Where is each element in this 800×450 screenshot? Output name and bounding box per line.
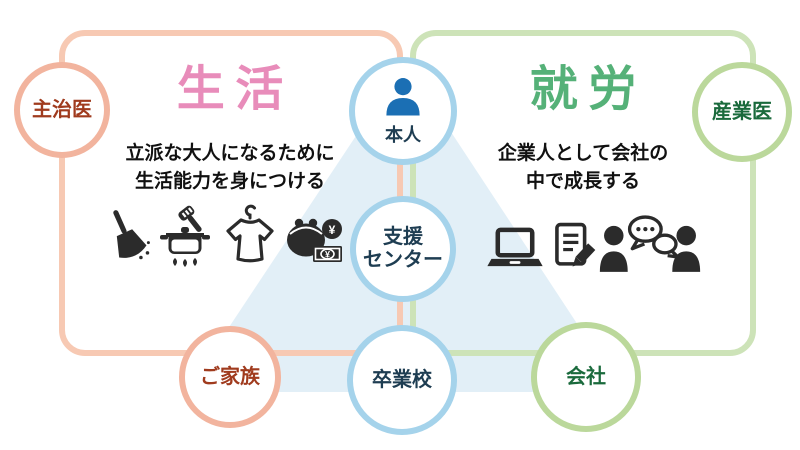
- work-subtitle: 企業人として会社の 中で成長する: [443, 140, 723, 195]
- life-subtitle-line2: 生活能力を身につける: [134, 170, 325, 192]
- occupational-doctor-label: 産業医: [712, 100, 772, 123]
- life-subtitle: 立派な大人になるために 生活能力を身につける: [70, 140, 390, 195]
- laptop-icon: [486, 222, 544, 274]
- person-icon: [380, 77, 426, 124]
- node-company: 会社: [531, 322, 641, 432]
- node-self: 本人: [349, 57, 457, 165]
- conversation-icon: [598, 210, 702, 278]
- cooking-pot-icon: [157, 205, 217, 267]
- life-title: 生活: [176, 63, 294, 116]
- work-subtitle-line1: 企業人として会社の: [497, 143, 669, 164]
- work-subtitle-line2: 中で成長する: [525, 170, 640, 192]
- support-center-label-line2: センター: [363, 249, 443, 271]
- node-attending-doctor: 主治医: [14, 62, 110, 158]
- graduate-school-label: 卒業校: [372, 368, 432, 391]
- self-label: 本人: [385, 124, 421, 145]
- company-label: 会社: [566, 365, 606, 388]
- work-title: 就労: [529, 63, 647, 116]
- banknote-yen-symbol: ¥: [325, 250, 330, 260]
- node-family: ご家族: [179, 326, 281, 428]
- life-subtitle-line1: 立派な大人になるために: [125, 143, 335, 164]
- node-graduate-school: 卒業校: [347, 325, 457, 435]
- node-occupational-doctor: 産業医: [692, 62, 792, 162]
- node-support-center: 支援 センター: [350, 196, 456, 302]
- tshirt-laundry-icon: [221, 203, 279, 265]
- family-label: ご家族: [200, 365, 260, 388]
- attending-doctor-label: 主治医: [32, 98, 92, 121]
- memo-pencil-icon: [548, 216, 598, 276]
- broom-icon: [98, 208, 154, 266]
- purse-money-icon: ¥ ¥: [280, 208, 344, 266]
- support-center-label-line1: 支援: [383, 226, 423, 248]
- coin-yen-symbol: ¥: [329, 223, 336, 237]
